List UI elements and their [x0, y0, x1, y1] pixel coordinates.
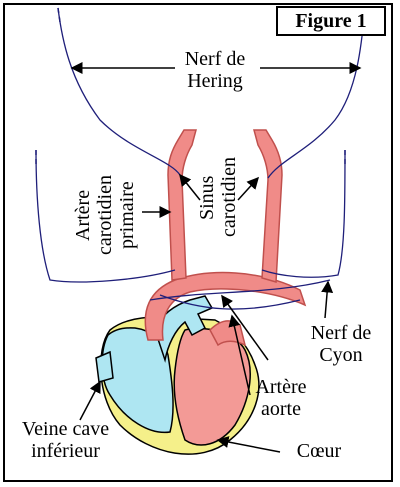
label-artere-carotidien-primaire: Artère carotidien primaire [72, 175, 138, 255]
label-nerf-cyon: Nerf de Cyon [310, 322, 372, 366]
heart-right-atrium [101, 327, 174, 434]
label-nerf-hering: Nerf de Hering [184, 48, 246, 92]
right-carotid [253, 129, 283, 283]
nerve-aortic-right [149, 279, 331, 301]
nerf-cyon-left [35, 149, 176, 283]
label-arrows [70, 62, 362, 453]
vena-cava-stub [95, 350, 114, 383]
nerves [35, 7, 366, 310]
label-artere-aorte: Artère aorte [255, 376, 307, 420]
figure-title: Figure 1 [276, 6, 386, 36]
nerf-hering-left [57, 7, 181, 176]
nerf-cyon-right [261, 149, 346, 278]
label-sinus-carotidien: Sinus carotidien [196, 157, 240, 238]
left-carotid [167, 129, 197, 281]
figure-frame [3, 3, 393, 482]
label-veine-cave: Veine cave inférieur [21, 418, 110, 462]
nerve-aortic-left [159, 294, 301, 310]
label-coeur: Cœur [296, 440, 342, 462]
nerf-hering-right [267, 7, 366, 179]
